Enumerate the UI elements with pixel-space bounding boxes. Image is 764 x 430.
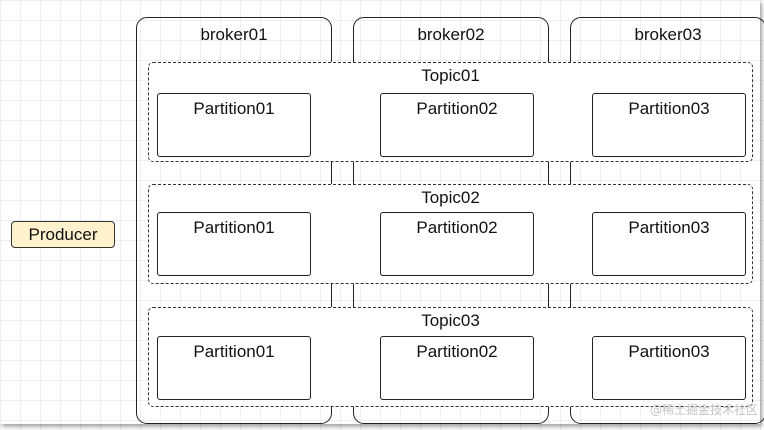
- partition-box[interactable]: Partition03: [592, 212, 746, 276]
- producer-box[interactable]: Producer: [11, 221, 115, 248]
- topic-label: Topic03: [421, 311, 480, 330]
- broker-label: broker01: [200, 25, 268, 44]
- topic-group-2[interactable]: Topic02 Partition01 Partition02 Partitio…: [148, 184, 753, 284]
- partition-label: Partition01: [193, 218, 275, 237]
- watermark-text: @稀土掘金技术社区: [649, 403, 758, 417]
- partition-label: Partition01: [193, 342, 275, 361]
- partition-label: Partition01: [193, 99, 275, 118]
- partition-label: Partition02: [416, 342, 498, 361]
- broker-label: broker03: [634, 25, 702, 44]
- partition-label: Partition03: [628, 342, 710, 361]
- topic-group-3[interactable]: Topic03 Partition01 Partition02 Partitio…: [148, 307, 753, 407]
- partition-box[interactable]: Partition02: [380, 336, 534, 400]
- topic-group-1[interactable]: Topic01 Partition01 Partition02 Partitio…: [148, 62, 753, 162]
- partition-label: Partition03: [628, 99, 710, 118]
- partition-box[interactable]: Partition03: [592, 93, 746, 157]
- partition-label: Partition03: [628, 218, 710, 237]
- topic-label: Topic01: [421, 66, 480, 85]
- broker-label: broker02: [417, 25, 485, 44]
- partition-box[interactable]: Partition03: [592, 336, 746, 400]
- partition-label: Partition02: [416, 218, 498, 237]
- topic-label: Topic02: [421, 188, 480, 207]
- partition-label: Partition02: [416, 99, 498, 118]
- partition-box[interactable]: Partition02: [380, 212, 534, 276]
- partition-box[interactable]: Partition02: [380, 93, 534, 157]
- partition-box[interactable]: Partition01: [157, 212, 311, 276]
- partition-box[interactable]: Partition01: [157, 93, 311, 157]
- partition-box[interactable]: Partition01: [157, 336, 311, 400]
